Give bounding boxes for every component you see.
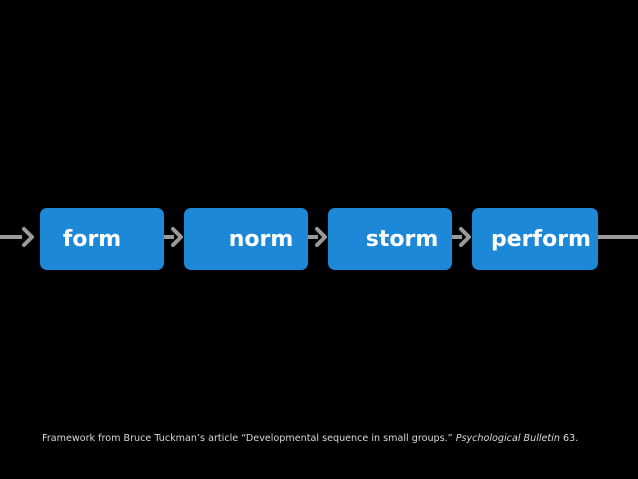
stage-box-perform: perform [472, 208, 598, 270]
stage-label: form [62, 226, 122, 252]
chevron-right-icon [21, 226, 35, 248]
connector-line-in [0, 235, 22, 239]
stage-label: norm [228, 226, 294, 252]
caption-journal: Psychological Bulletin [455, 433, 560, 444]
caption-volume: 63. [559, 433, 579, 444]
stage-label: perform [491, 226, 591, 252]
stage-box-norm: norm [184, 208, 308, 270]
connector-line-out [598, 235, 638, 239]
stage-label: storm [365, 226, 439, 252]
caption-text: Framework from Bruce Tuckman’s article “… [42, 433, 456, 444]
chevron-right-icon [458, 226, 472, 248]
source-caption: Framework from Bruce Tuckman’s article “… [42, 433, 632, 444]
connector-line-1 [164, 235, 174, 239]
stage-box-form: form [40, 208, 164, 270]
chevron-right-icon [170, 226, 184, 248]
connector-line-3 [452, 235, 462, 239]
connector-line-2 [308, 235, 318, 239]
stage-box-storm: storm [328, 208, 452, 270]
chevron-right-icon [314, 226, 328, 248]
